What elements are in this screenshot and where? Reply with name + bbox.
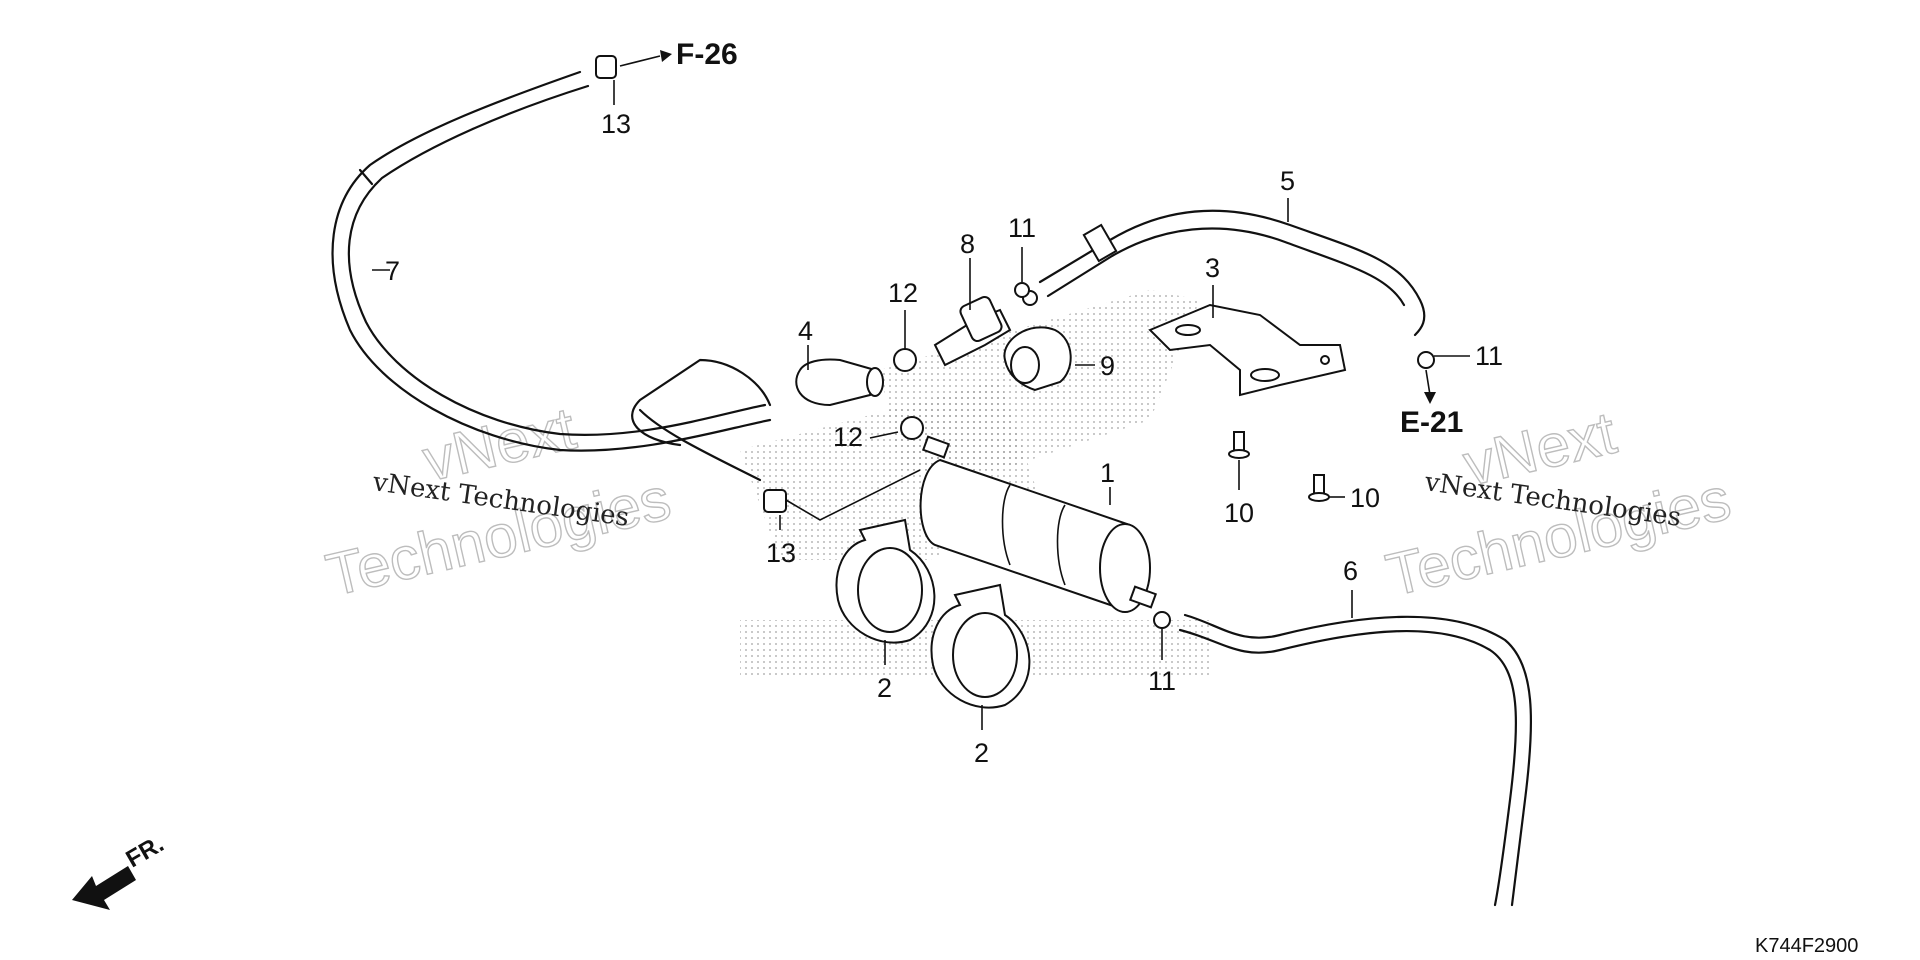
part-labels: 13 7 8 11 12 4 9 5 3 11 12 1 10 10 13 6 … [385,109,1503,768]
label-5: 5 [1280,166,1295,196]
label-12-upper: 12 [888,278,918,308]
clamp-11-right [1417,351,1436,404]
clamp-11-bottom [1153,611,1171,629]
band-2-right [930,583,1031,709]
label-9: 9 [1100,351,1115,381]
clamp-12-upper [893,348,917,372]
hose-5 [1038,209,1426,337]
bolt-10-right [1308,474,1330,502]
bolt-10-left [1228,431,1250,459]
label-10-right: 10 [1350,483,1380,513]
label-13-mid: 13 [766,538,796,568]
reference-e-21: E-21 [1400,406,1463,439]
hose-6 [1178,613,1533,907]
clip-13-mid [763,469,921,521]
bracket-3 [1148,303,1347,397]
label-13-top: 13 [601,109,631,139]
label-1: 1 [1100,458,1115,488]
label-2-right: 2 [974,738,989,768]
diagram-code: K744F2900 [1755,935,1858,957]
clamp-12-lower [900,416,924,440]
label-12-lower: 12 [833,422,863,452]
label-11-bottom: 11 [1148,666,1176,696]
label-11-right: 11 [1475,341,1503,371]
label-3: 3 [1205,253,1220,283]
leader-lines [372,80,1470,730]
label-7: 7 [385,256,400,286]
canister-1 [919,435,1158,613]
label-8: 8 [960,229,975,259]
band-2-left [835,518,936,644]
label-2-left: 2 [877,673,892,703]
label-6: 6 [1343,556,1358,586]
front-indicator-label: FR. [122,830,169,873]
front-arrow-icon [72,866,136,910]
reference-f-26: F-26 [676,38,738,71]
label-11-top: 11 [1008,213,1036,243]
label-10-left: 10 [1224,498,1254,528]
hose-7 [331,70,772,482]
clamp-11-top [1014,282,1030,298]
label-4: 4 [798,316,813,346]
collar-9 [1003,326,1072,392]
elbow-joint-4 [795,358,884,407]
clip-13-top [595,50,672,79]
